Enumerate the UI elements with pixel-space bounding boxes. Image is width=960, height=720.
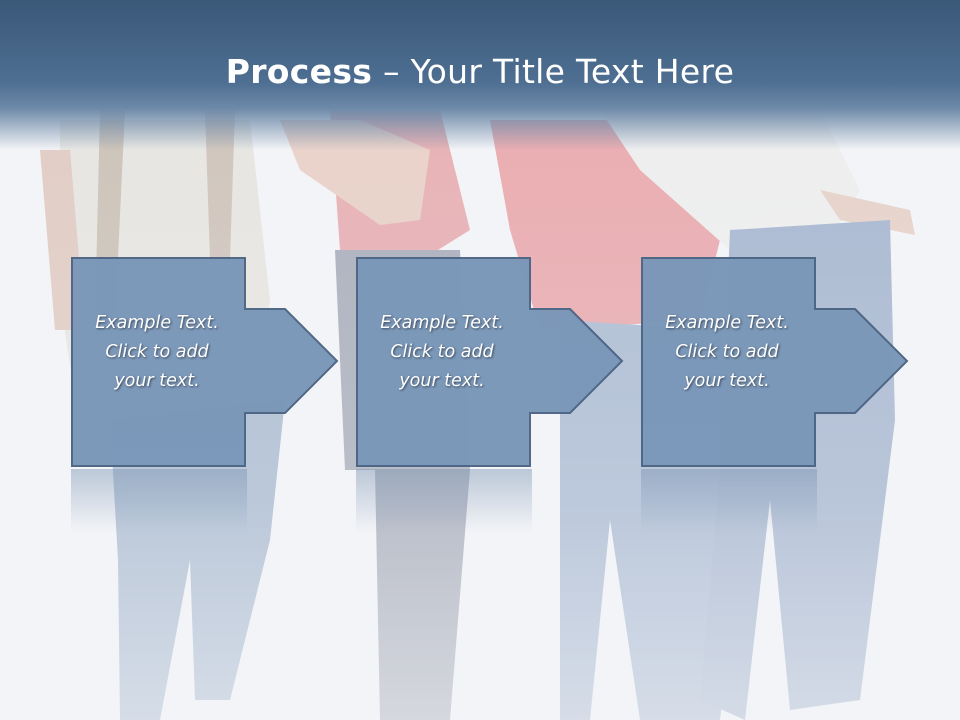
step-arrow-shape — [71, 257, 339, 467]
step-text-line: Click to add — [105, 342, 209, 362]
title-bold-part: Process — [225, 52, 373, 91]
step-text[interactable]: Example Text. Click to add your text. — [356, 309, 528, 396]
step-text-line: your text. — [684, 371, 770, 391]
process-step-2[interactable]: Example Text. Click to add your text. — [356, 257, 626, 467]
step-reflection — [356, 469, 532, 533]
step-text-line: Example Text. — [665, 313, 789, 333]
title-rest-part: – Your Title Text Here — [372, 52, 735, 91]
process-step-3[interactable]: Example Text. Click to add your text. — [641, 257, 911, 467]
step-text-line: Example Text. — [95, 313, 219, 333]
title-bar — [0, 0, 960, 150]
step-text-line: your text. — [114, 371, 200, 391]
step-reflection — [71, 469, 247, 533]
step-text-line: your text. — [399, 371, 485, 391]
step-arrow-shape — [356, 257, 624, 467]
step-arrow-shape — [641, 257, 909, 467]
slide-title[interactable]: Process – Your Title Text Here — [0, 52, 960, 91]
step-text-line: Click to add — [675, 342, 779, 362]
step-reflection — [641, 469, 817, 533]
process-step-1[interactable]: Example Text. Click to add your text. — [71, 257, 341, 467]
step-text-line: Click to add — [390, 342, 494, 362]
step-text-line: Example Text. — [380, 313, 504, 333]
step-text[interactable]: Example Text. Click to add your text. — [71, 309, 243, 396]
step-text[interactable]: Example Text. Click to add your text. — [641, 309, 813, 396]
